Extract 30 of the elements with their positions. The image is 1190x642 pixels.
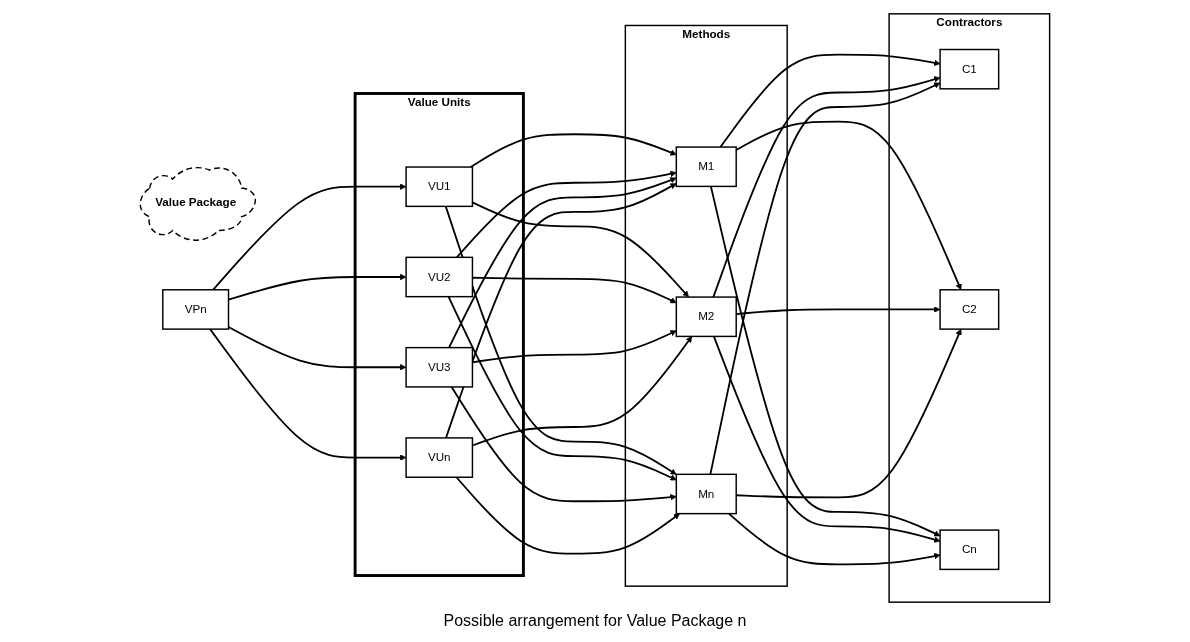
node-box: Cn — [939, 529, 1000, 571]
node-box: M1 — [675, 146, 737, 188]
arrow — [212, 183, 407, 291]
node-box: Mn — [675, 473, 737, 515]
node-box: VU1 — [405, 166, 474, 208]
arrow — [455, 170, 677, 259]
node-box: VU2 — [405, 256, 474, 298]
arrow — [445, 183, 677, 439]
arrow — [448, 177, 677, 349]
node-box: M2 — [675, 296, 737, 338]
arrow — [709, 82, 941, 476]
arrow — [450, 386, 677, 503]
arrow — [444, 205, 677, 475]
arrow — [712, 76, 941, 298]
arrow — [209, 328, 407, 461]
node-box: VU3 — [405, 346, 474, 388]
arrow — [719, 53, 941, 148]
arrow — [712, 335, 941, 543]
node-box: VPn — [162, 289, 230, 330]
arrow — [727, 512, 941, 566]
arrow — [709, 185, 941, 537]
node-box: VUn — [405, 437, 474, 478]
node-box: C2 — [939, 289, 1000, 330]
note-label: Possible arrangement for Value Package n — [443, 612, 747, 630]
node-box: C1 — [939, 48, 1000, 90]
arrow — [447, 295, 677, 481]
arrow — [227, 326, 407, 371]
arrow — [455, 476, 680, 555]
arrow — [469, 133, 677, 168]
arrow — [735, 120, 962, 291]
